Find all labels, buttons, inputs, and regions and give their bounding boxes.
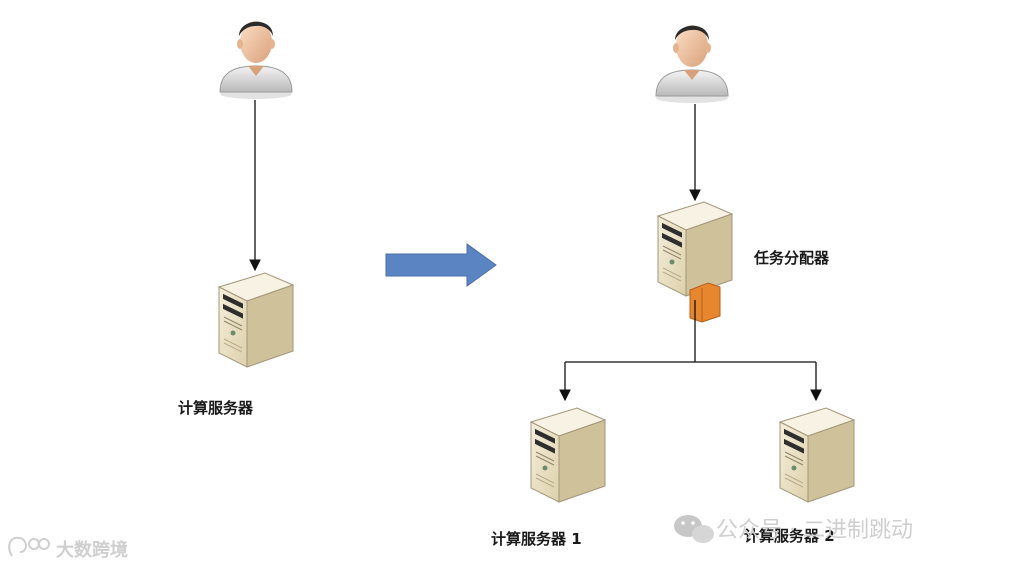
- compute-server-label: 计算服务器: [178, 399, 254, 417]
- compute-server-1-icon: [530, 407, 606, 503]
- left-watermark-text: 大数跨境: [56, 540, 128, 561]
- compute-server-1-label: 计算服务器 1: [491, 530, 582, 548]
- dispatcher-label: 任务分配器: [754, 249, 830, 267]
- compute-server-2-label: 计算服务器 2: [744, 527, 835, 545]
- wechat-icon: [674, 515, 714, 543]
- right-user-icon: [655, 24, 729, 104]
- transition-arrow: [385, 243, 497, 287]
- left-compute-server-icon: [218, 272, 294, 368]
- left-watermark-logo: [8, 536, 50, 557]
- left-user-icon: [219, 20, 293, 100]
- dispatcher-server-icon: [657, 201, 733, 323]
- compute-server-2-icon: [779, 407, 855, 503]
- right-watermark-text: 公众号 · 二进制跳动: [716, 518, 913, 543]
